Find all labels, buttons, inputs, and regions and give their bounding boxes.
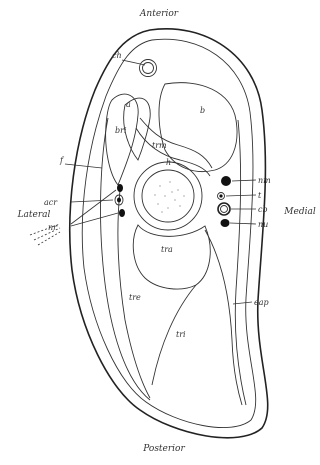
label-bri: bri [115, 126, 127, 135]
circle-t-core [219, 194, 222, 197]
circle-cb [218, 203, 230, 215]
label-b: b [200, 106, 205, 115]
division-tre-tri [152, 285, 196, 385]
leader-nr-lower [71, 213, 118, 226]
label-cb: cb [258, 205, 268, 214]
outer-body-outline [70, 29, 268, 438]
lateral-label: Lateral [17, 210, 51, 220]
label-nu: nu [258, 220, 268, 229]
leader-nr-upper [71, 190, 116, 224]
label-f: f [59, 156, 65, 165]
h-outer-circle [134, 162, 202, 230]
h-inner-circle [142, 170, 194, 222]
label-ch: ch [112, 51, 122, 60]
leader-acr [71, 200, 113, 202]
leader-t [226, 195, 256, 196]
label-eap: eap [254, 298, 269, 307]
label-h: h [166, 158, 171, 167]
division-tri-right [205, 230, 242, 405]
label-nr: nr [48, 223, 58, 232]
ch-ring-inner [143, 63, 154, 74]
label-tra: tra [161, 245, 173, 254]
dot-nr-upper [117, 184, 123, 192]
leader-nu [230, 223, 256, 224]
anterior-label: Anterior [139, 9, 179, 19]
label-tre: tre [129, 293, 141, 302]
label-acr: acr [44, 198, 58, 207]
dot-nr-lower [119, 209, 125, 217]
leader-f [65, 164, 102, 168]
band-trm [140, 118, 212, 168]
chamber-tra [133, 225, 210, 289]
circle-acr-core [117, 198, 121, 203]
dot-nm [221, 176, 231, 186]
label-a: a [126, 100, 131, 109]
chamber-bri [106, 94, 139, 185]
label-tri: tri [176, 330, 186, 339]
circle-cb-inner [221, 206, 228, 213]
label-nm: nm [258, 176, 271, 185]
posterior-label: Posterior [142, 444, 185, 454]
leader-nr-dash-3 [38, 232, 60, 245]
lining-right [235, 120, 246, 405]
label-trm: trm [152, 141, 167, 150]
medial-label: Medial [283, 207, 316, 217]
dot-nu [221, 219, 230, 227]
inner-body-outline [82, 39, 255, 427]
label-t: t [258, 191, 262, 200]
h-stippling [154, 181, 184, 212]
